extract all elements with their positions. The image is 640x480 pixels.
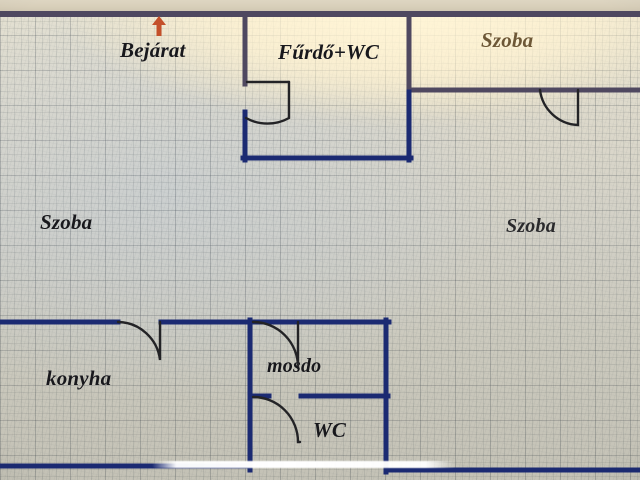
door-kitchen-swing	[116, 320, 162, 361]
label-room-right: Szoba	[506, 215, 556, 237]
door-bathroom-swing	[244, 80, 291, 125]
door-room-topright-swing	[538, 88, 580, 127]
label-washroom: mosdo	[267, 355, 322, 377]
label-entrance: Bejárat	[120, 38, 186, 62]
label-kitchen: konyha	[46, 366, 112, 390]
doors	[116, 80, 580, 444]
label-toilet: WC	[313, 418, 347, 442]
walls-washed	[0, 11, 640, 95]
door-wc-swing	[251, 395, 302, 444]
label-room-top-right: Szoba	[481, 28, 534, 52]
label-room-left: Szoba	[40, 210, 93, 234]
walls-main	[0, 89, 640, 475]
up-arrow-icon	[152, 16, 166, 36]
door-mosdo-swing	[251, 320, 300, 368]
label-bathroom-wc: Fűrdő+WC	[278, 40, 380, 64]
